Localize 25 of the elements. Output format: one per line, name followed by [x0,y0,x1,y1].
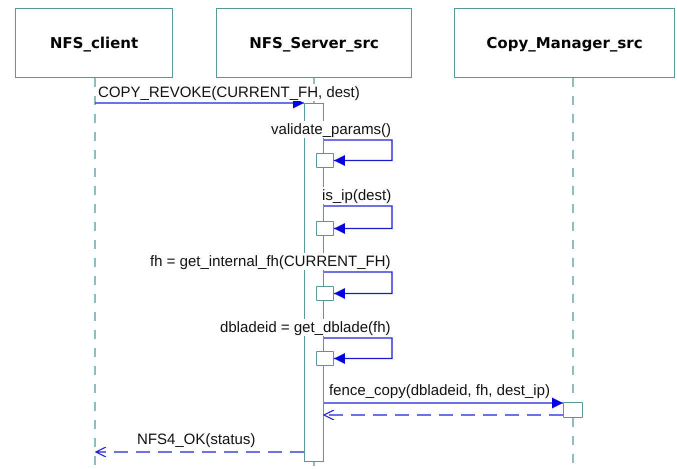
edge-label: COPY_REVOKE(CURRENT_FH, dest) [97,84,361,101]
message-arrow [324,139,393,166]
return-message-arrow [95,446,304,458]
lifeline-header-box: NFS_client [15,8,173,78]
activation-box [316,286,334,301]
message-arrow [324,205,393,234]
message-arrow [324,398,563,408]
activation-box [316,221,334,236]
edge-label: dbladeid = get_dblade(fh) [219,319,392,336]
edge-label: is_ip(dest) [321,187,392,204]
lifeline-header-box: NFS_Server_src [216,8,412,78]
activation-box [563,402,583,418]
message-arrow [324,271,393,299]
edge-label: fh = get_internal_fh(CURRENT_FH) [149,253,392,270]
edge-label: NFS4_OK(status) [136,431,256,448]
lifeline [313,462,315,466]
edge-label: validate_params() [270,121,392,138]
edge-label: fence_copy(dbladeid, fh, dest_ip) [328,382,551,399]
lifeline-header-box: Copy_Manager_src [454,8,675,78]
activation-box [316,351,334,366]
return-message-arrow [323,409,563,421]
lifeline [572,418,574,466]
lifeline [94,78,96,466]
message-arrow [324,337,393,364]
activation-box [316,153,334,168]
